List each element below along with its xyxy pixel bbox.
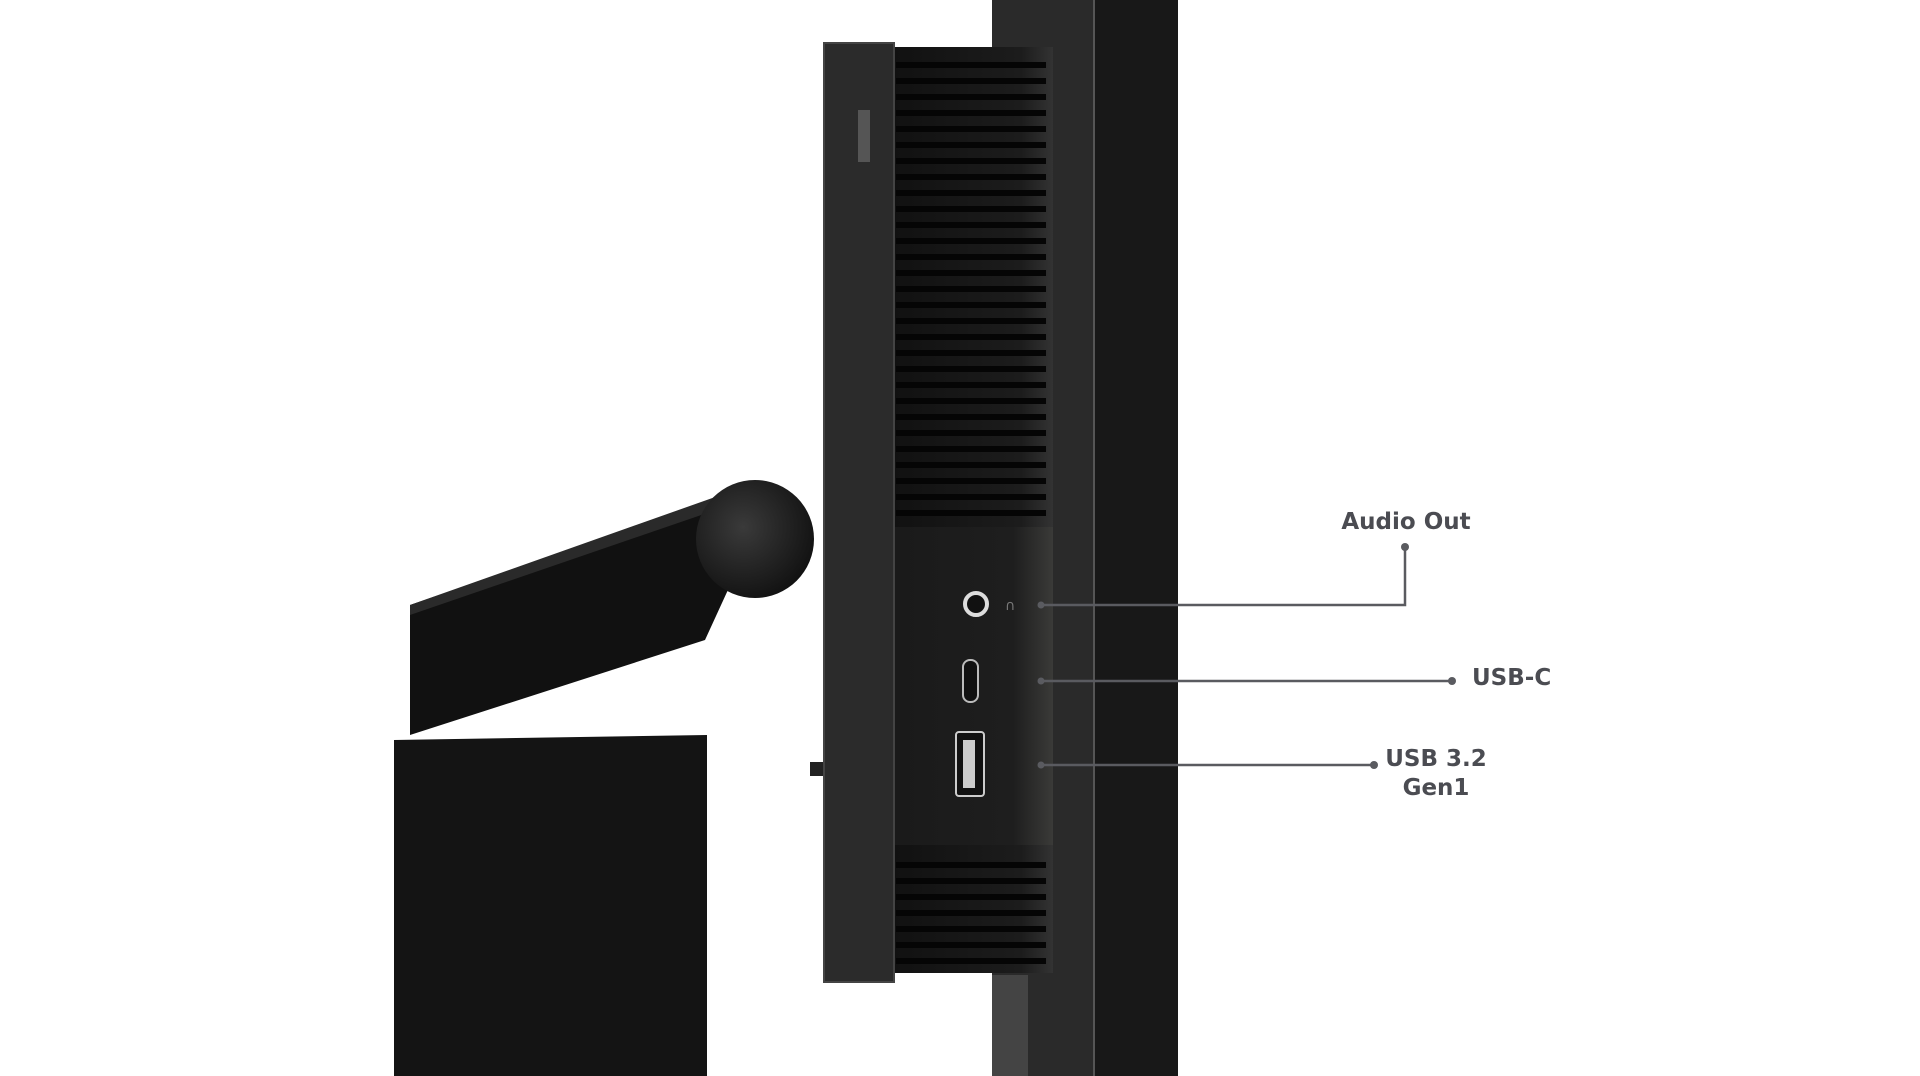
vent-slot [896, 78, 1046, 84]
vent-slot [896, 398, 1046, 404]
vent-slot [896, 462, 1046, 468]
vent-slot [896, 318, 1046, 324]
hinge-knob [696, 480, 814, 598]
usb-c-label: USB-C [1472, 665, 1552, 691]
vent-slot [896, 366, 1046, 372]
vent-slot [896, 302, 1046, 308]
vent-slot [896, 510, 1046, 516]
audio-jack [963, 591, 989, 617]
vent-slot [896, 862, 1046, 868]
vent-slots [896, 62, 1046, 964]
vent-slot [896, 142, 1046, 148]
vent-slot [896, 926, 1046, 932]
vent-slot [896, 126, 1046, 132]
vent-slot [896, 62, 1046, 68]
vent-slot [896, 446, 1046, 452]
vent-slot [896, 334, 1046, 340]
vent-slot [896, 254, 1046, 260]
usb-a-label-line2: Gen1 [1402, 775, 1470, 801]
vent-slot [896, 958, 1046, 964]
usb-3-2-gen1-label: USB 3.2 Gen1 [1376, 745, 1496, 803]
leader-lines [1041, 547, 1452, 767]
vent-slot [896, 110, 1046, 116]
vent-slot [896, 270, 1046, 276]
vent-slot [896, 350, 1046, 356]
vent-slot [896, 894, 1046, 900]
vent-slot [896, 190, 1046, 196]
monitor-stand [394, 480, 830, 1076]
vent-slot [896, 942, 1046, 948]
vent-slot [896, 430, 1046, 436]
display-bezel [824, 43, 894, 982]
vent-slot [896, 414, 1046, 420]
vent-slot [896, 222, 1046, 228]
vent-slot [896, 174, 1046, 180]
audio-out-label: Audio Out [1341, 509, 1471, 535]
vent-slot [896, 478, 1046, 484]
vent-slot [896, 94, 1046, 100]
vent-slot [896, 382, 1046, 388]
vent-slot [896, 286, 1046, 292]
usb-a-label-line1: USB 3.2 [1385, 746, 1487, 772]
headphone-icon: ∩ [1005, 598, 1015, 614]
usb-c-port [962, 659, 979, 703]
vent-slot [896, 878, 1046, 884]
vent-slot [896, 910, 1046, 916]
vent-slot [896, 494, 1046, 500]
vent-slot [896, 206, 1046, 212]
vent-slot [896, 238, 1046, 244]
vent-slot [896, 158, 1046, 164]
